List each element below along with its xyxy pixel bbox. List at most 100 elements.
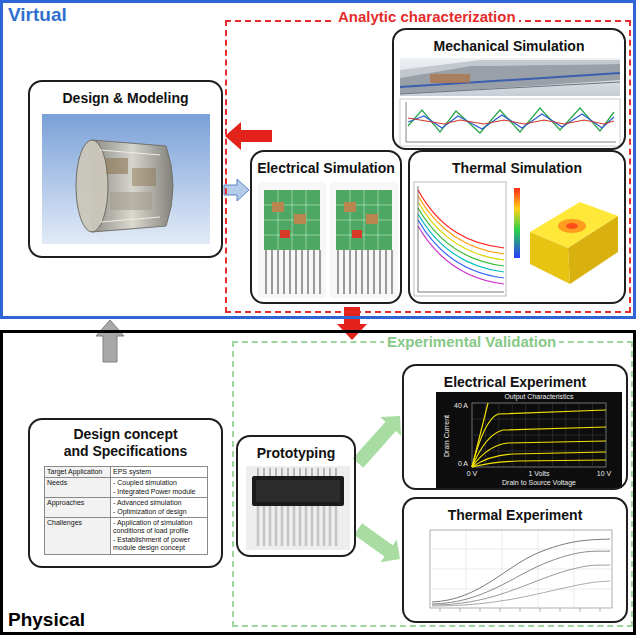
- illustration-part: [510, 182, 622, 296]
- flow-arrow: [354, 523, 400, 562]
- box-title: Mechanical Simulation: [398, 38, 620, 55]
- table-text: Target Application: [47, 468, 108, 476]
- illustration-part: [100, 150, 160, 222]
- illustration-part: [272, 202, 284, 212]
- illustration-part: [336, 190, 392, 250]
- flow-arrow: [96, 320, 124, 362]
- illustration-part: [418, 226, 504, 284]
- illustration-part: [400, 82, 620, 94]
- box-title: Virtual: [8, 4, 67, 26]
- table-cell: Challenges: [45, 518, 111, 555]
- illustration-part: [400, 99, 620, 146]
- illustration-part: [336, 190, 392, 250]
- chart-label: 1 Volts: [528, 470, 549, 478]
- illustration-part: [400, 73, 620, 87]
- illustration-part: [400, 58, 620, 96]
- table-cell: - Coupled simulation- Integrated Power m…: [111, 478, 208, 498]
- illustration-part: [430, 74, 470, 83]
- illustration-part: [352, 230, 362, 238]
- illustration-part: [266, 250, 320, 294]
- prototype-photo: [246, 466, 350, 550]
- pcb-layout-left: [258, 182, 326, 298]
- table-cell: - Application of simulation conditions o…: [111, 518, 208, 555]
- illustration-part: [280, 230, 290, 238]
- table-cell: EPS system: [111, 467, 208, 478]
- flow-arrow: [353, 416, 401, 468]
- illustration-part: [408, 108, 614, 133]
- prototyping-box: Prototyping: [236, 435, 356, 557]
- box-title: Physical: [8, 609, 85, 631]
- mechanical-plot: [400, 99, 620, 146]
- virtual-region: VirtualAnalytic characterizationMechanic…: [0, 0, 636, 319]
- illustration-part: [432, 551, 610, 604]
- table-text: - Integrated Power module: [113, 488, 205, 496]
- thermal-curves: [414, 182, 506, 296]
- illustration-part: [110, 192, 152, 210]
- table-text: Approaches: [47, 499, 108, 507]
- illustration-part: [400, 64, 620, 94]
- chart-label: Output Characteristics: [504, 393, 573, 401]
- table-text: - Optimization of design: [113, 508, 205, 516]
- illustration-part: [258, 506, 336, 546]
- illustration-part: [430, 530, 612, 608]
- table-text: Needs: [47, 479, 108, 487]
- illustration-part: [294, 214, 306, 224]
- illustration-part: [76, 140, 108, 232]
- box-title: Analytic characterization: [335, 8, 519, 25]
- mechanical-render: [400, 58, 620, 96]
- box-title: Prototyping: [242, 445, 350, 462]
- illustration-part: [558, 219, 586, 233]
- illustration-part: [432, 565, 610, 605]
- box-title: Experimental Validation: [384, 333, 559, 350]
- box-title: Design & Modeling: [34, 90, 217, 107]
- illustration-part: [418, 202, 504, 260]
- thermal-experiment-box: Thermal Experiment: [402, 497, 628, 623]
- design-concept-box: Design concept and SpecificationsTarget …: [28, 418, 223, 568]
- illustration-part: [246, 466, 350, 550]
- illustration-part: [264, 190, 320, 250]
- illustration-part: [472, 452, 606, 467]
- electrical-simulation-box: Electrical Simulation: [250, 150, 402, 304]
- electrical-experiment-box: Electrical ExperimentOutput Characterist…: [402, 364, 628, 490]
- illustration-part: [432, 581, 610, 606]
- illustration-part: [472, 460, 606, 467]
- box-title: Electrical Experiment: [408, 374, 622, 391]
- illustration-part: [414, 526, 620, 619]
- chart-label: Drain to Source Voltage: [502, 479, 576, 487]
- thermal-simulation-box: Thermal Simulation: [408, 150, 626, 304]
- illustration-part: [132, 168, 156, 186]
- illustration-part: [408, 114, 614, 129]
- illustration-part: [418, 220, 504, 278]
- flow-arrow: [225, 122, 272, 150]
- illustration-part: [566, 223, 578, 229]
- illustration-part: [472, 441, 606, 467]
- illustration-part: [514, 188, 520, 258]
- analytic-region: Analytic characterizationMechanical Simu…: [225, 20, 631, 313]
- illustration-part: [344, 202, 356, 212]
- illustration-part: [252, 476, 344, 506]
- illustration-part: [472, 403, 606, 467]
- illustration-part: [408, 118, 614, 124]
- table-text: EPS system: [113, 468, 205, 476]
- illustration-part: [436, 392, 622, 488]
- flow-arrow: [224, 179, 249, 201]
- thermal-impedance-chart: [414, 526, 620, 619]
- illustration-part: [432, 539, 610, 602]
- validation-region: Experimental ValidationPrototypingElectr…: [232, 341, 633, 627]
- chart-label: 10 V: [597, 470, 611, 478]
- illustration-part: [530, 232, 570, 284]
- table-cell: Target Application: [45, 467, 111, 478]
- thermal-model: [510, 182, 622, 296]
- illustration-part: [418, 214, 504, 272]
- table-cell: Needs: [45, 478, 111, 498]
- illustration-part: [366, 214, 378, 224]
- illustration-part: [258, 182, 326, 298]
- table-text: - Establishment of power module design c…: [113, 536, 205, 553]
- physical-region: PhysicalExperimental ValidationPrototypi…: [0, 330, 636, 635]
- table-cell: Approaches: [45, 498, 111, 518]
- illustration-part: [264, 190, 320, 250]
- illustration-part: [472, 427, 606, 467]
- illustration-part: [418, 208, 504, 266]
- illustration-part: [414, 182, 506, 296]
- table-text: - Application of simulation conditions o…: [113, 519, 205, 536]
